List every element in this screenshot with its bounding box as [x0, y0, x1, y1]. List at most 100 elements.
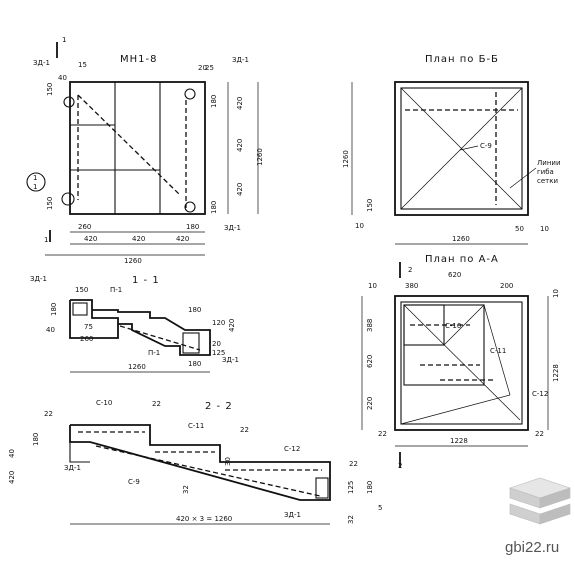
sec11-title: 1 - 1 [132, 275, 160, 286]
sec22-profile [69, 424, 331, 501]
sec11-dim-420: 420 [228, 319, 236, 332]
plan-aa-mark-top: 2 [408, 266, 412, 274]
plan-bb-dim-50: 50 [515, 225, 524, 233]
sec22-end-box [315, 477, 329, 499]
watermark-text: gbi22.ru [505, 539, 559, 556]
sec22-dim-22b: 22 [152, 400, 161, 408]
plan-aa-fan-1 [400, 394, 511, 425]
mn-detail-circle [26, 172, 46, 192]
mn-zd-br: ЗД-1 [224, 224, 241, 232]
plan-aa-c11: С-11 [490, 347, 506, 355]
sec11-p1-top: П-1 [110, 286, 122, 294]
sec22-title: 2 - 2 [205, 401, 233, 412]
sec22-dim-30: 30 [224, 457, 232, 466]
sec22-rebar-c9 [95, 445, 321, 497]
plan-aa-dim-10a: 10 [368, 282, 377, 290]
plan-bb-leader-grid [509, 167, 537, 189]
plan-aa-dim-1228h: 1228 [450, 437, 468, 445]
mn-dim-180-bottom: 180 [210, 201, 218, 214]
sec11-detail-box [182, 332, 200, 354]
section-2-2: 2 - 2 С-10 С-11 С-12 С-9 ЗД-1 ЗД-1 22 22… [8, 399, 382, 525]
plan-aa-dim-10b: 10 [552, 289, 560, 298]
plan-aa-dim-200: 200 [500, 282, 513, 290]
sec22-dim-180a: 180 [32, 433, 40, 446]
plan-bb-grid-1: Линии [537, 159, 561, 167]
plan-aa-fan-3 [443, 304, 485, 346]
plan-bb-dim-150: 150 [366, 199, 374, 212]
sec11-dim-75: 75 [84, 323, 93, 331]
plan-bb-dim-10c: 10 [540, 225, 549, 233]
sec11-dim-180c: 180 [188, 360, 201, 368]
sec22-dim-32a: 32 [182, 485, 190, 494]
plan-aa-c12: С-12 [532, 390, 548, 398]
mn-diagonal [77, 94, 181, 196]
plan-aa-inner [400, 301, 523, 425]
mn-hdim-420-1: 420 [84, 235, 97, 243]
sec22-zd1: ЗД-1 [64, 464, 81, 472]
plan-aa-dim-1228v: 1228 [552, 364, 560, 382]
sec22-dim-5: 5 [378, 504, 382, 512]
mn-zd-tl: ЗД-1 [33, 59, 50, 67]
plan-aa-dim-220: 220 [366, 397, 374, 410]
sec22-c10: С-10 [96, 399, 112, 407]
plan-aa-dim-388: 388 [366, 319, 374, 332]
mn-loop-tr [184, 88, 196, 100]
mn-hdim-1260: 1260 [124, 257, 142, 265]
sec22-left-base [69, 442, 90, 463]
plan-bb-diag-2 [400, 87, 523, 210]
sec11-dim-125: 125 [212, 349, 225, 357]
mn-zd-tr: ЗД-1 [232, 56, 249, 64]
sec11-loop-box [72, 302, 88, 316]
plan-bb-grid-2: гиба [537, 168, 554, 176]
plan-aa-dim-620: 620 [448, 271, 461, 279]
sec22-c11: С-11 [188, 422, 204, 430]
sec22-dim-125: 125 [347, 481, 355, 494]
mn-dim-40: 40 [58, 74, 67, 82]
mn-dim-25: 25 [205, 64, 214, 72]
plan-bb-hdim-1260: 1260 [452, 235, 470, 243]
sec11-left-step [69, 300, 119, 339]
sec11-hdim-1260: 1260 [128, 363, 146, 371]
sec11-dim-20: 20 [212, 340, 221, 348]
plan-aa-dim-620v: 620 [366, 355, 374, 368]
sec22-dim-22d: 22 [349, 460, 358, 468]
sec22-c9: С-9 [128, 478, 140, 486]
sec22-zd2: ЗД-1 [284, 511, 301, 519]
plan-aa: План по А-А 2 2 10 380 620 200 10 С-10 С… [361, 254, 560, 470]
mn-hdim-420-3: 420 [176, 235, 189, 243]
sec22-dim-420: 420 [8, 471, 16, 484]
mn-vdim-1260: 1260 [256, 148, 264, 166]
plan-bb: План по Б-Б С-9 Линии гиба сетки 1260 15… [342, 54, 561, 245]
cut-label-top: 1 [62, 36, 66, 44]
sec11-dim-180b: 180 [188, 306, 201, 314]
plan-aa-dim-22b: 22 [535, 430, 544, 438]
mn-loop-bl [61, 192, 75, 206]
cut-label-bottom: 1 [44, 236, 48, 244]
mn-title: МН1-8 [120, 54, 157, 65]
sec11-dim-150: 150 [75, 286, 88, 294]
sec11-dim-180: 180 [50, 303, 58, 316]
mn-loop-br [184, 201, 196, 213]
mn-outline [69, 81, 206, 215]
sec11-rebar [119, 325, 201, 351]
sec11-zd2: ЗД-1 [222, 356, 239, 364]
sec11-dim-40: 40 [46, 326, 55, 334]
mn-dim-150-bottom: 150 [46, 197, 54, 210]
plan-bb-inner [400, 87, 523, 210]
mn-circle-label-top: 1 [33, 174, 37, 182]
sec22-dim-22a: 22 [44, 410, 53, 418]
mn-hdim-420-2: 420 [132, 235, 145, 243]
plan-bb-vdim-1260: 1260 [342, 150, 350, 168]
plan-aa-c10: С-10 [445, 322, 461, 330]
logo-slab2-right [539, 503, 571, 525]
sec11-profile [70, 299, 211, 356]
plan-aa-fan-2 [483, 304, 511, 396]
mn-vdim-420-3: 420 [236, 183, 244, 196]
plan-bb-s9: С-9 [480, 142, 492, 150]
mn-vdim-420-2: 420 [236, 139, 244, 152]
mn-dim-150-top: 150 [46, 83, 54, 96]
plan-aa-dim-380: 380 [405, 282, 418, 290]
mn-dim-180-top: 180 [210, 95, 218, 108]
